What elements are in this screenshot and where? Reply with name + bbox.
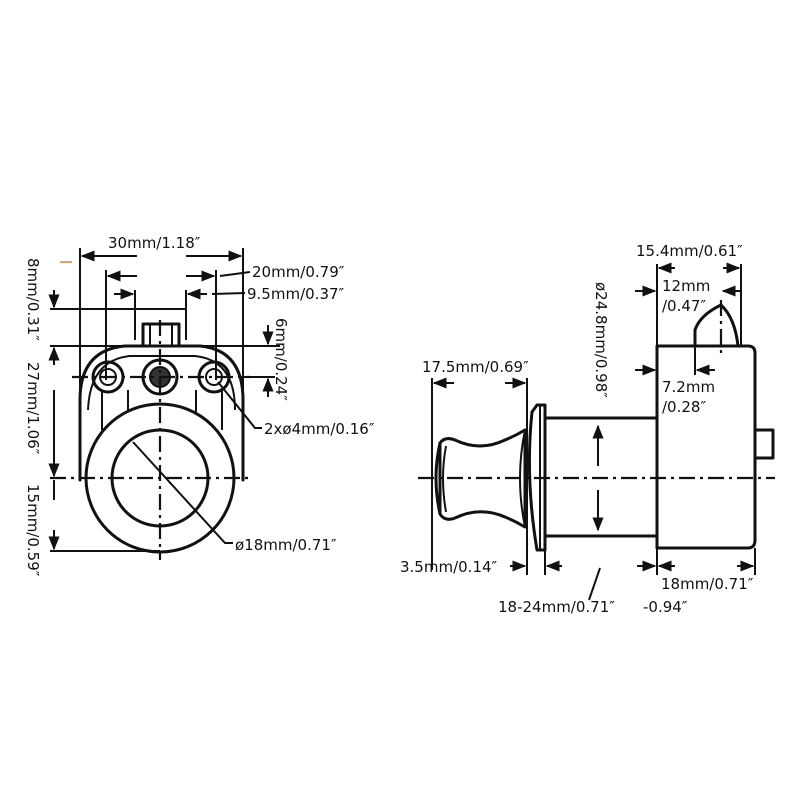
dim-overall-width: 30mm/1.18″ bbox=[79, 234, 244, 478]
label-panel-range-1: 18-24mm/0.71″ bbox=[498, 598, 615, 616]
label-housing-depth: 18mm/0.71″ bbox=[661, 575, 754, 593]
label-tab-height: 8mm/0.31″ bbox=[24, 258, 42, 341]
label-overall-width: 30mm/1.18″ bbox=[108, 234, 201, 252]
label-latch-width-2: /0.28″ bbox=[662, 398, 706, 416]
label-body-height: 27mm/1.06″ bbox=[24, 362, 42, 455]
label-latch-offset-2: /0.47″ bbox=[662, 297, 706, 315]
label-hole-spacing: 20mm/0.79″ bbox=[252, 263, 345, 281]
label-inner-bore: ø18mm/0.71″ bbox=[235, 536, 337, 554]
label-barrel-diameter: ø24.8mm/0.98″ bbox=[592, 282, 610, 398]
rear-stub bbox=[753, 428, 775, 460]
label-panel-range-2: -0.94″ bbox=[643, 598, 688, 616]
label-mounting-holes: 2xø4mm/0.16″ bbox=[264, 420, 375, 438]
outer-ring bbox=[84, 402, 236, 554]
label-latch-offset-1: 12mm bbox=[662, 277, 710, 295]
label-housing-width: 15.4mm/0.61″ bbox=[636, 242, 743, 260]
housing bbox=[655, 344, 757, 550]
side-view: 17.5mm/0.69″ ø24.8mm/0.98″ 15.4mm/0.61″ … bbox=[400, 242, 775, 616]
dim-hole-spacing: 20mm/0.79″ bbox=[105, 263, 345, 380]
inner-bore bbox=[110, 428, 210, 528]
label-hole-offset: 6mm/0.24″ bbox=[272, 318, 290, 401]
dim-tab-width: 9.5mm/0.37″ bbox=[114, 285, 345, 340]
label-knob-length: 17.5mm/0.69″ bbox=[422, 358, 529, 376]
label-flange-thickness: 3.5mm/0.14″ bbox=[400, 558, 498, 576]
label-tab-width: 9.5mm/0.37″ bbox=[247, 285, 345, 303]
label-latch-width-1: 7.2mm bbox=[662, 378, 715, 396]
label-bottom-offset: 15mm/0.59″ bbox=[24, 484, 42, 577]
front-view: 30mm/1.18″ 20mm/0.79″ 9.5mm/0.37″ bbox=[24, 234, 375, 577]
